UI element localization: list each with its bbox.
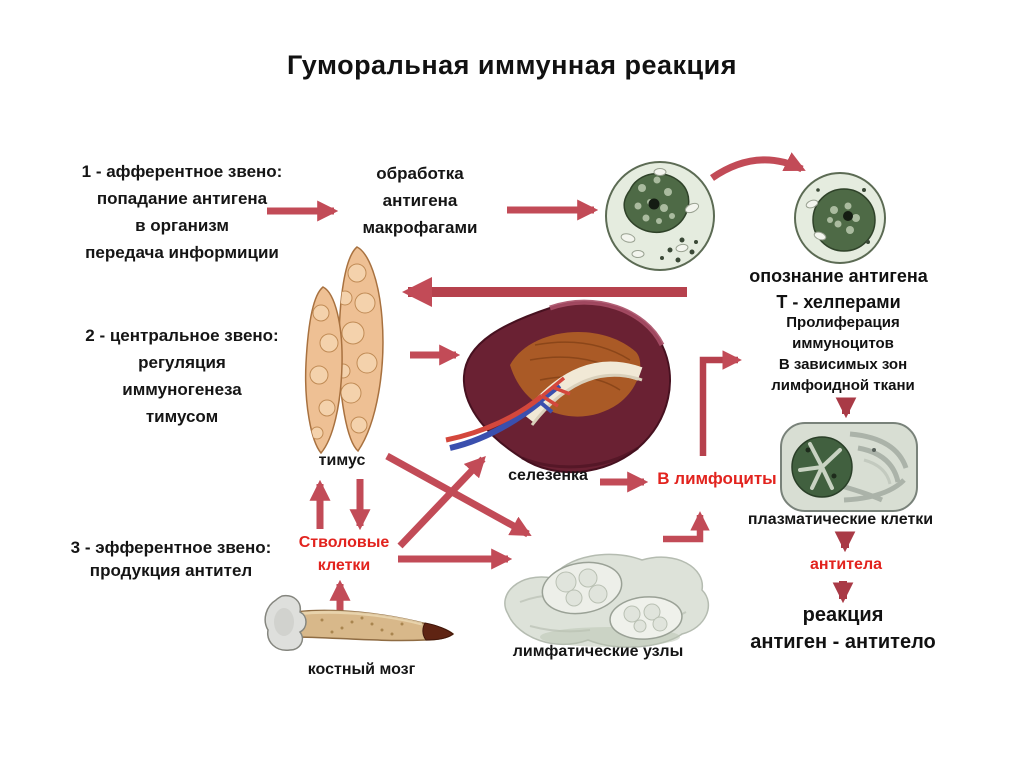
arrow-stemcells-to-spleen (397, 455, 486, 549)
bone-marrow-illustration (264, 594, 455, 651)
processing-line1: обработка (376, 164, 464, 183)
thelper-cell-illustration (794, 172, 886, 264)
stage1-line3: в организм (135, 216, 229, 235)
processing-line2: антигена (382, 191, 458, 210)
stage1-afferent-block: 1 - афферентное звено: попадание антиген… (38, 158, 326, 266)
page-title: Гуморальная иммунная реакция (287, 50, 737, 80)
proliferation-label: Пролиферация иммуноцитов В зависимых зон… (737, 312, 949, 396)
arrow-macrophage-to-thelper (710, 152, 806, 181)
stage2-line2: регуляция (138, 353, 226, 372)
stage2-line4: тимусом (145, 407, 219, 426)
stage1-line4: передача информиции (85, 243, 279, 262)
reaction-line1: реакция (802, 604, 884, 626)
spleen-label: селезенка (508, 467, 588, 484)
stage1-line2: попадание антигена (96, 189, 268, 208)
stem-cells-line1: Стволовые (298, 534, 390, 551)
bone-marrow-label: костный мозг (307, 661, 416, 678)
stage2-central-block: 2 - центральное звено: регуляция иммуног… (38, 322, 326, 430)
processing-label: обработка антигена макрофагами (335, 160, 505, 241)
recognition-label: опознание антигена Т - хелперами (716, 263, 961, 315)
stage2-line3: иммуногенеза (122, 380, 242, 399)
proliferation-line1: Пролиферация (786, 314, 900, 331)
recognition-line2: Т - хелперами (776, 292, 901, 312)
plasma-cell-illustration (780, 422, 918, 512)
proliferation-line2: иммуноцитов (792, 335, 894, 352)
b-lymphocytes-label: В лимфоциты (657, 469, 777, 488)
stem-cells-label: Стволовые клетки (289, 531, 399, 577)
arrow-lymphnodes-to-blymphocytes (663, 511, 710, 543)
reaction-label: реакция антиген - антитело (733, 602, 953, 656)
stage2-line1: 2 - центральное звено: (85, 326, 279, 345)
stage3-efferent-block: 3 - эфферентное звено: продукция антител (26, 536, 316, 582)
proliferation-line3: В зависимых зон (778, 356, 908, 373)
lymph-nodes-label: лимфатические узлы (512, 643, 684, 660)
arrow-thymus-to-lymphnodes (385, 452, 532, 538)
stage3-line1: 3 - эфферентное звено: (70, 538, 272, 557)
thymus-illustration (304, 246, 384, 455)
recognition-line1: опознание антигена (749, 266, 928, 286)
stage3-line2: продукция антител (89, 561, 253, 580)
lymph-nodes-illustration (504, 553, 710, 648)
macrophage-cell-illustration (605, 161, 715, 271)
antibodies-label: антитела (809, 556, 883, 573)
stage1-line1: 1 - афферентное звено: (81, 162, 283, 181)
plasma-cells-label: плазматические клетки (747, 511, 934, 528)
thymus-label: тимус (318, 452, 366, 469)
stem-cells-line2: клетки (317, 557, 371, 574)
reaction-line2: антиген - антитело (750, 631, 936, 653)
processing-line3: макрофагами (362, 218, 478, 237)
spleen-illustration (445, 299, 671, 474)
proliferation-line4: лимфоидной ткани (771, 377, 915, 394)
arrow-blymphocytes-to-bzones (699, 350, 742, 456)
